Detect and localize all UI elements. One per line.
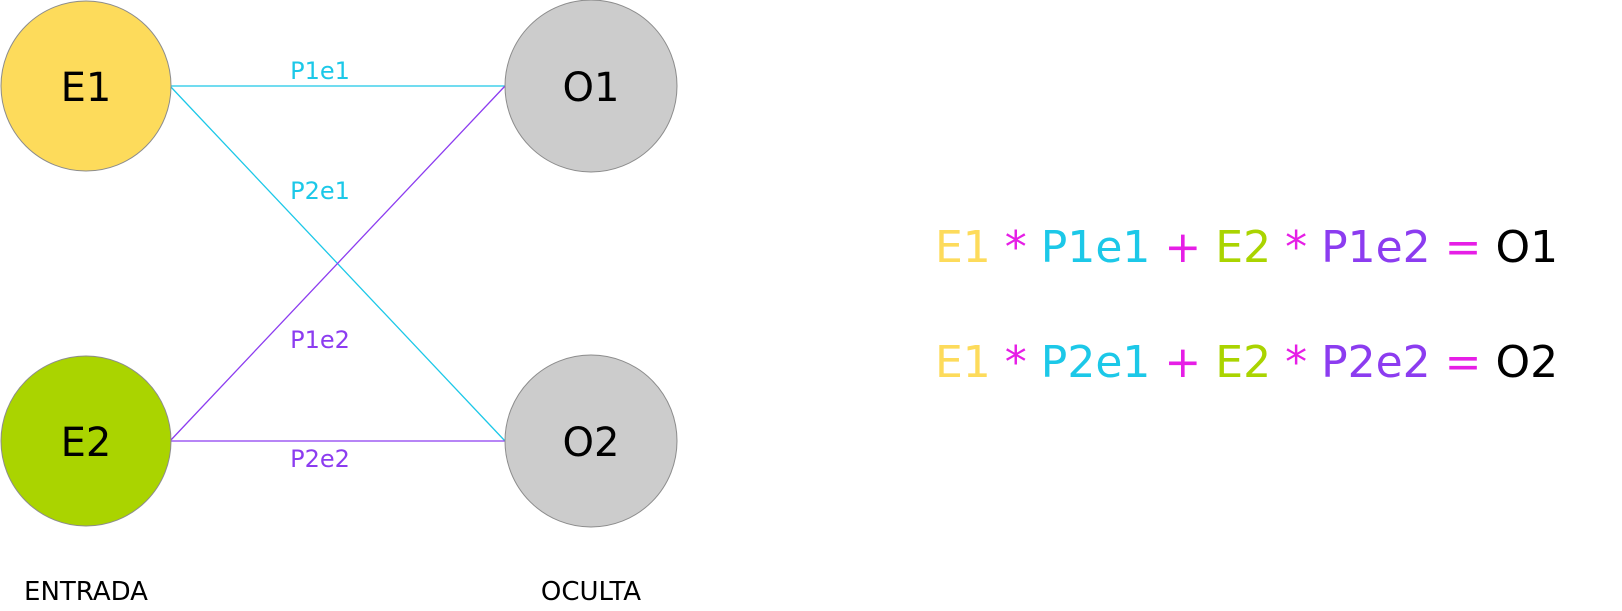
eq1-equals-sign: =	[1445, 222, 1482, 273]
edge-p1e2	[169, 85, 506, 442]
eq1-input-e2: E2	[1215, 222, 1271, 273]
eq2-multiply-sign-2: *	[1285, 337, 1307, 388]
node-o2: O2	[504, 354, 678, 528]
eq1-multiply-sign-2: *	[1285, 222, 1307, 273]
node-o2-circle	[504, 354, 678, 528]
eq2-weight-1: P2e1	[1041, 337, 1151, 388]
eq1-plus-sign: +	[1164, 222, 1201, 273]
node-e1-label: E1	[61, 65, 112, 111]
node-e2: E2	[0, 355, 172, 527]
eq2-plus-sign: +	[1164, 337, 1201, 388]
eq2-input-e1: E1	[935, 337, 991, 388]
eq2-result: O2	[1496, 337, 1559, 388]
eq1-result: O1	[1496, 222, 1559, 273]
edge-label-p1e2: P1e2	[290, 326, 350, 354]
node-e2-circle	[0, 355, 172, 527]
equation-2: E1 * P2e1 + E2 * P2e2 = O2	[935, 337, 1558, 388]
layer-label-input: ENTRADA	[24, 577, 148, 607]
edge-label-p2e1: P2e1	[290, 177, 350, 205]
eq1-weight-1: P1e1	[1041, 222, 1151, 273]
eq2-multiply-sign: *	[1005, 337, 1027, 388]
node-o1-label: O1	[563, 65, 620, 111]
node-e2-label: E2	[61, 420, 112, 466]
eq1-weight-2: P1e2	[1321, 222, 1431, 273]
edge-label-p1e1: P1e1	[290, 57, 350, 85]
eq2-weight-2: P2e2	[1321, 337, 1431, 388]
eq1-input-e1: E1	[935, 222, 991, 273]
node-o2-label: O2	[563, 420, 620, 466]
eq2-input-e2: E2	[1215, 337, 1271, 388]
node-e1: E1	[0, 0, 172, 172]
eq1-multiply-sign: *	[1005, 222, 1027, 273]
edge-label-p2e2: P2e2	[290, 445, 350, 473]
node-o1-circle	[504, 0, 678, 173]
node-e1-circle	[0, 0, 172, 172]
equation-1: E1 * P1e1 + E2 * P1e2 = O1	[935, 222, 1558, 273]
eq2-equals-sign: =	[1445, 337, 1482, 388]
node-o1: O1	[504, 0, 678, 173]
layer-label-hidden: OCULTA	[541, 577, 641, 607]
